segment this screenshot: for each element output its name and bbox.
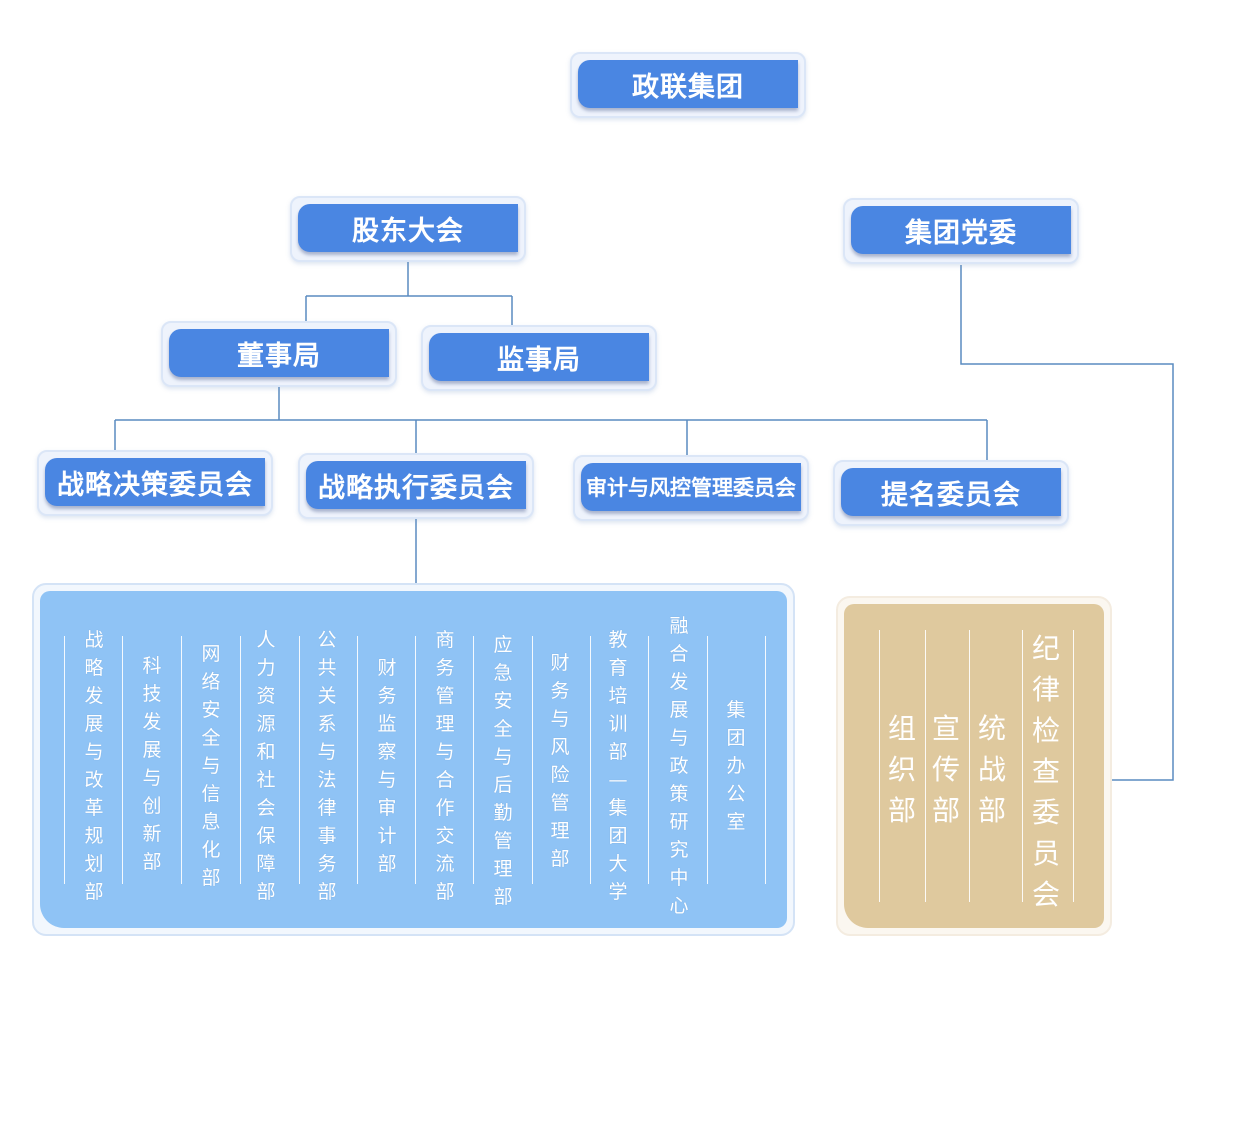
party-department-item: 组织部 [887, 712, 916, 827]
committee-label: 战略决策委员会 [45, 458, 265, 506]
department-separator [240, 636, 241, 884]
department-item: 教育培训部—集团大学 [608, 629, 628, 903]
department-separator [122, 636, 123, 884]
node-strategy-execution-committee: 战略执行委员会 [298, 453, 534, 519]
party-department-item: 宣传部 [931, 712, 960, 827]
department-item: 应急安全与后勤管理部 [493, 634, 513, 908]
party-department-separator [969, 630, 970, 902]
committee-label: 审计与风控管理委员会 [581, 463, 801, 511]
department-item: 公共关系与法律事务部 [317, 629, 337, 903]
department-item: 融合发展与政策研究中心 [669, 615, 689, 917]
group-label: 政联集团 [578, 60, 798, 108]
department-separator [707, 636, 708, 884]
node-strategy-decision-committee: 战略决策委员会 [37, 450, 273, 516]
committee-label: 提名委员会 [841, 468, 1061, 516]
party-department-separator [879, 630, 880, 902]
department-separator [648, 636, 649, 884]
node-group: 政联集团 [570, 52, 806, 118]
department-item: 科技发展与创新部 [142, 655, 162, 873]
department-separator [181, 636, 182, 884]
party-department-separator [1022, 630, 1023, 902]
department-item: 商务管理与合作交流部 [435, 629, 455, 903]
department-separator [590, 636, 591, 884]
supervisors-label: 监事局 [429, 333, 649, 381]
department-item: 人力资源和社会保障部 [256, 629, 276, 903]
department-item: 财务监察与审计部 [377, 657, 397, 875]
department-item: 财务与风险管理部 [550, 652, 570, 870]
node-shareholders-meeting: 股东大会 [290, 196, 526, 262]
department-separator [532, 636, 533, 884]
department-separator [765, 636, 766, 884]
party-department-separator [925, 630, 926, 902]
departments-panel [32, 583, 795, 936]
committee-label: 战略执行委员会 [306, 461, 526, 509]
node-supervisors: 监事局 [421, 325, 657, 391]
party-department-separator [1073, 630, 1074, 902]
department-item: 战略发展与改革规划部 [84, 629, 104, 903]
connector-shareholders [305, 262, 513, 326]
node-party-committee: 集团党委 [843, 198, 1079, 264]
party-department-item: 纪律检查委员会 [1031, 632, 1060, 911]
party-committee-label: 集团党委 [851, 206, 1071, 254]
department-item: 集团办公室 [726, 699, 746, 833]
node-nomination-committee: 提名委员会 [833, 460, 1069, 526]
department-separator [473, 636, 474, 884]
board-label: 董事局 [169, 329, 389, 377]
department-separator [357, 636, 358, 884]
department-separator [415, 636, 416, 884]
party-department-item: 统战部 [977, 712, 1006, 827]
shareholders-label: 股东大会 [298, 204, 518, 252]
department-separator [299, 636, 300, 884]
department-item: 网络安全与信息化部 [201, 643, 221, 889]
node-audit-risk-committee: 审计与风控管理委员会 [573, 455, 809, 521]
node-board: 董事局 [161, 321, 397, 387]
connector-party [960, 265, 1174, 781]
department-separator [64, 636, 65, 884]
party-departments-panel [836, 596, 1112, 936]
connector-board [114, 386, 988, 462]
